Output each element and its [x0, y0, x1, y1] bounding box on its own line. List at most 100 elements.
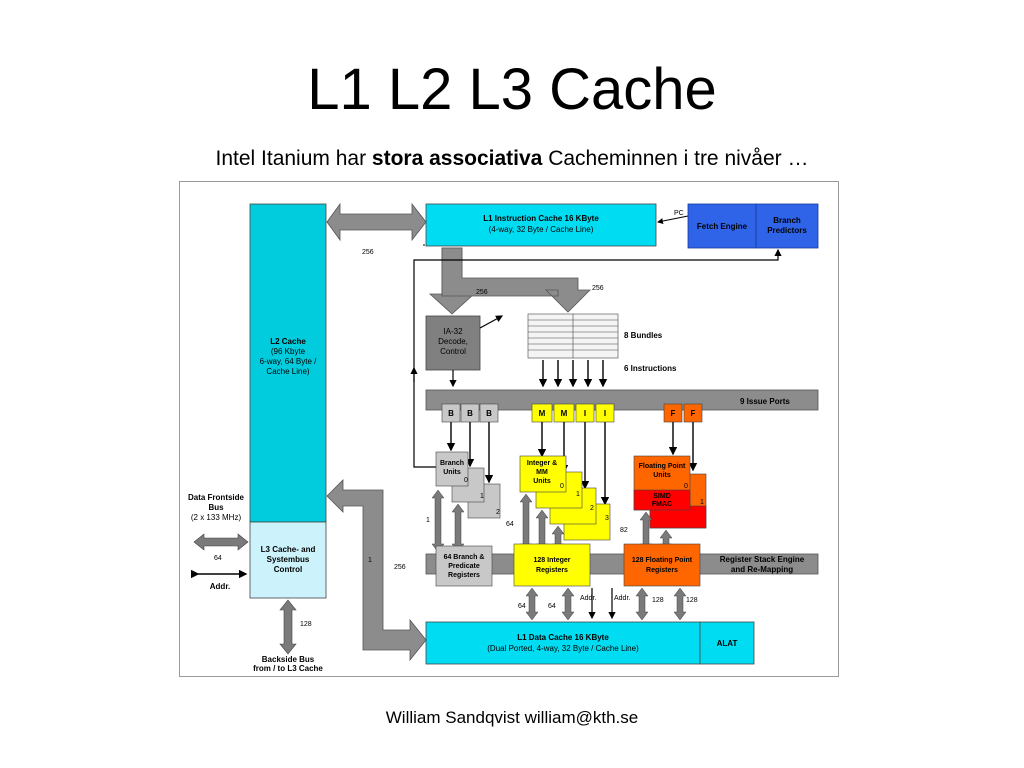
port-m2-label: M: [561, 409, 568, 418]
l2-label-2: (96 Kbyte: [271, 347, 306, 356]
subtitle-text-start: Intel Itanium har: [215, 147, 372, 170]
instructions-label: 6 Instructions: [624, 364, 677, 373]
integer-units-label-1: Integer &: [527, 460, 557, 467]
slide-title: L1 L2 L3 Cache: [307, 57, 717, 122]
l1d-width-128-a: 128: [652, 597, 664, 604]
port-to-unit-arrows: [446, 422, 698, 506]
branch-width-1: 1: [426, 517, 430, 524]
l1i-label-1: L1 Instruction Cache 16 KByte: [483, 214, 599, 223]
l1i-label-2: (4-way, 32 Byte / Cache Line): [489, 225, 594, 234]
frontside-data-arrow: [193, 533, 249, 551]
port-i1-label: I: [584, 409, 586, 418]
l2-label-3: 6-way, 64 Byte /: [260, 357, 318, 366]
branch-regs-label-3: Registers: [448, 572, 480, 579]
int-unit-index-3: 3: [605, 515, 609, 522]
int-unit-index-0: 0: [560, 483, 564, 490]
slide-subtitle: Intel Itanium har stora associativa Cach…: [0, 147, 1024, 171]
fp-registers-block: [623, 543, 701, 587]
port-m1-label: M: [539, 409, 546, 418]
int-regs-label-1: 128 Integer: [534, 557, 571, 564]
backside-bus-arrow: [279, 599, 297, 655]
l1i-to-bundles-arrow: [441, 247, 591, 313]
fp-unit-index-1: 1: [700, 499, 704, 506]
alat-label: ALAT: [717, 639, 738, 648]
integer-units-label-2: MM: [536, 469, 548, 476]
frontside-width-64: 64: [214, 555, 222, 562]
ia32-label-1: IA-32: [443, 327, 463, 336]
port-b3-label: B: [486, 409, 492, 418]
integer-units-label-3: Units: [533, 478, 551, 485]
alat-block: [699, 621, 755, 665]
frontside-label-1: Data Frontside: [188, 493, 245, 502]
fetch-engine-label: Fetch Engine: [697, 222, 748, 231]
simd-label-1: SIMD: [653, 493, 671, 500]
l1-data-cache: [425, 621, 701, 665]
backside-label-1: Backside Bus: [262, 655, 315, 664]
port-i2-label: I: [604, 409, 606, 418]
l1d-width-128-b: 128: [686, 597, 698, 604]
branch-units-label-2: Units: [443, 469, 461, 476]
branch-regs-label-2: Predicate: [448, 563, 480, 570]
bundles-label: 8 Bundles: [624, 331, 663, 340]
fp-regs-label-1: 128 Floating Point: [632, 557, 693, 564]
branch-predictors-block: [755, 203, 819, 249]
l2-label-1: L2 Cache: [270, 337, 306, 346]
subtitle-text-end: Cacheminnen i tre nivåer …: [542, 147, 809, 170]
l3-control-block: [249, 521, 327, 599]
port-f1-label: F: [671, 409, 676, 418]
fp-unit-index-0: 0: [684, 483, 688, 490]
width-label-256-c: 256: [592, 285, 604, 292]
fp-width-82: 82: [620, 527, 628, 534]
frontside-addr-label: Addr.: [210, 582, 230, 591]
l1d-addr-a: Addr.: [580, 595, 596, 602]
port-f2-label: F: [691, 409, 696, 418]
int-unit-index-1: 1: [576, 491, 580, 498]
l1d-width-64-b: 64: [548, 603, 556, 610]
branch-predictors-label-1: Branch: [773, 216, 801, 225]
address-arrows: [588, 588, 616, 620]
l1d-width-64-a: 64: [518, 603, 526, 610]
width-label-256-b: 256: [476, 289, 488, 296]
branch-units-label-1: Branch: [440, 460, 464, 467]
ia32-label-3: Control: [440, 347, 466, 356]
int-unit-index-2: 2: [590, 505, 594, 512]
frontside-label-2: Bus: [208, 503, 224, 512]
branch-unit-index-0: 0: [464, 477, 468, 484]
ia32-label-2: Decode,: [438, 337, 468, 346]
l1d-label-2: (Dual Ported, 4-way, 32 Byte / Cache Lin…: [487, 644, 639, 653]
l3-label-1: L3 Cache- and: [261, 545, 316, 554]
width-label-256-d: 256: [394, 564, 406, 571]
fp-regs-label-2: Registers: [646, 567, 678, 574]
l1-instruction-cache: [425, 203, 657, 247]
issue-ports-label: 9 Issue Ports: [740, 397, 790, 406]
fp-units-label-2: Units: [653, 472, 671, 479]
rse-label-1: Register Stack Engine: [720, 555, 805, 564]
branch-unit-index-1: 1: [480, 493, 484, 500]
fp-units-stack: [633, 455, 707, 529]
l1d-label-1: L1 Data Cache 16 KByte: [517, 633, 609, 642]
fetch-engine-block: [687, 203, 757, 249]
instruction-bundles: [527, 313, 619, 359]
width-label-256-a: 256: [362, 249, 374, 256]
pc-label: PC: [674, 210, 684, 217]
branch-unit-index-2: 2: [496, 509, 500, 516]
l3-label-2: Systembus: [267, 555, 310, 564]
int-regs-label-2: Registers: [536, 567, 568, 574]
l2-l1i-bus-arrow: [326, 202, 427, 242]
frontside-label-3: (2 x 133 MHz): [191, 513, 242, 522]
backside-width-128: 128: [300, 621, 312, 628]
port-b2-label: B: [467, 409, 473, 418]
branch-predictors-label-2: Predictors: [767, 226, 807, 235]
branch-units-stack: [435, 451, 501, 519]
rse-label-2: and Re-Mapping: [731, 565, 793, 574]
fp-units-label-1: Floating Point: [639, 463, 686, 470]
int-width-64: 64: [506, 521, 514, 528]
l2-l1d-bus-arrow: [326, 479, 427, 662]
issue-ports-bar: [425, 389, 819, 411]
instruction-issue-arrows: [538, 360, 608, 388]
l2-label-4: Cache Line): [266, 367, 309, 376]
register-cache-arrows: [525, 587, 687, 621]
l2-cache-block: [249, 203, 327, 523]
integer-registers-block: [513, 543, 591, 587]
slide-footer: William Sandqvist william@kth.se: [385, 708, 639, 727]
